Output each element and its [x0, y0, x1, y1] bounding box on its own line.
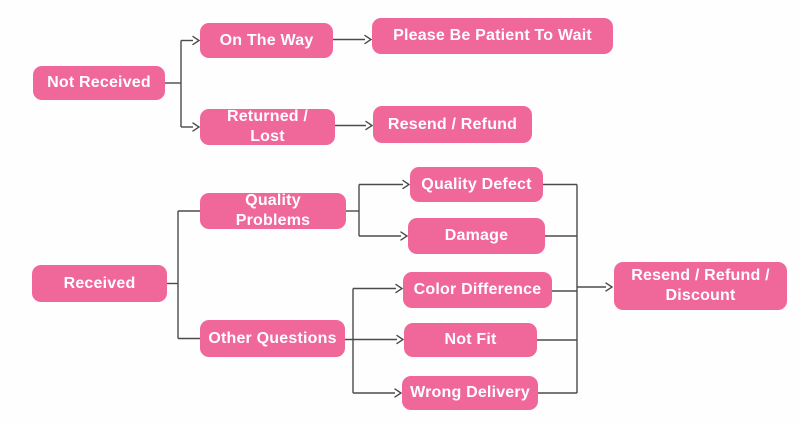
arrowhead [402, 179, 411, 190]
arrowhead [364, 34, 373, 45]
arrowhead [192, 35, 201, 46]
arrowhead [605, 282, 614, 292]
arrowhead [365, 120, 374, 131]
arrowhead [400, 231, 409, 241]
node-received: Received [32, 265, 167, 302]
arrowhead [396, 334, 405, 345]
node-on-the-way: On The Way [200, 23, 333, 58]
node-please-be-patient: Please Be Patient To Wait [372, 18, 613, 54]
node-not-fit: Not Fit [404, 323, 537, 357]
arrowhead [394, 388, 403, 398]
node-not-received: Not Received [33, 66, 165, 100]
node-color-difference: Color Difference [403, 272, 552, 308]
arrowhead [395, 283, 404, 294]
arrowhead [192, 122, 201, 132]
node-resend-refund: Resend / Refund [373, 106, 532, 143]
node-damage: Damage [408, 218, 545, 254]
node-quality-defect: Quality Defect [410, 167, 543, 202]
node-resend-refund-discount: Resend / Refund / Discount [614, 262, 787, 310]
node-returned-lost: Returned / Lost [200, 108, 335, 145]
node-quality-problems: Quality Problems [200, 192, 346, 229]
node-other-questions: Other Questions [200, 320, 345, 357]
node-wrong-delivery: Wrong Delivery [402, 376, 538, 410]
